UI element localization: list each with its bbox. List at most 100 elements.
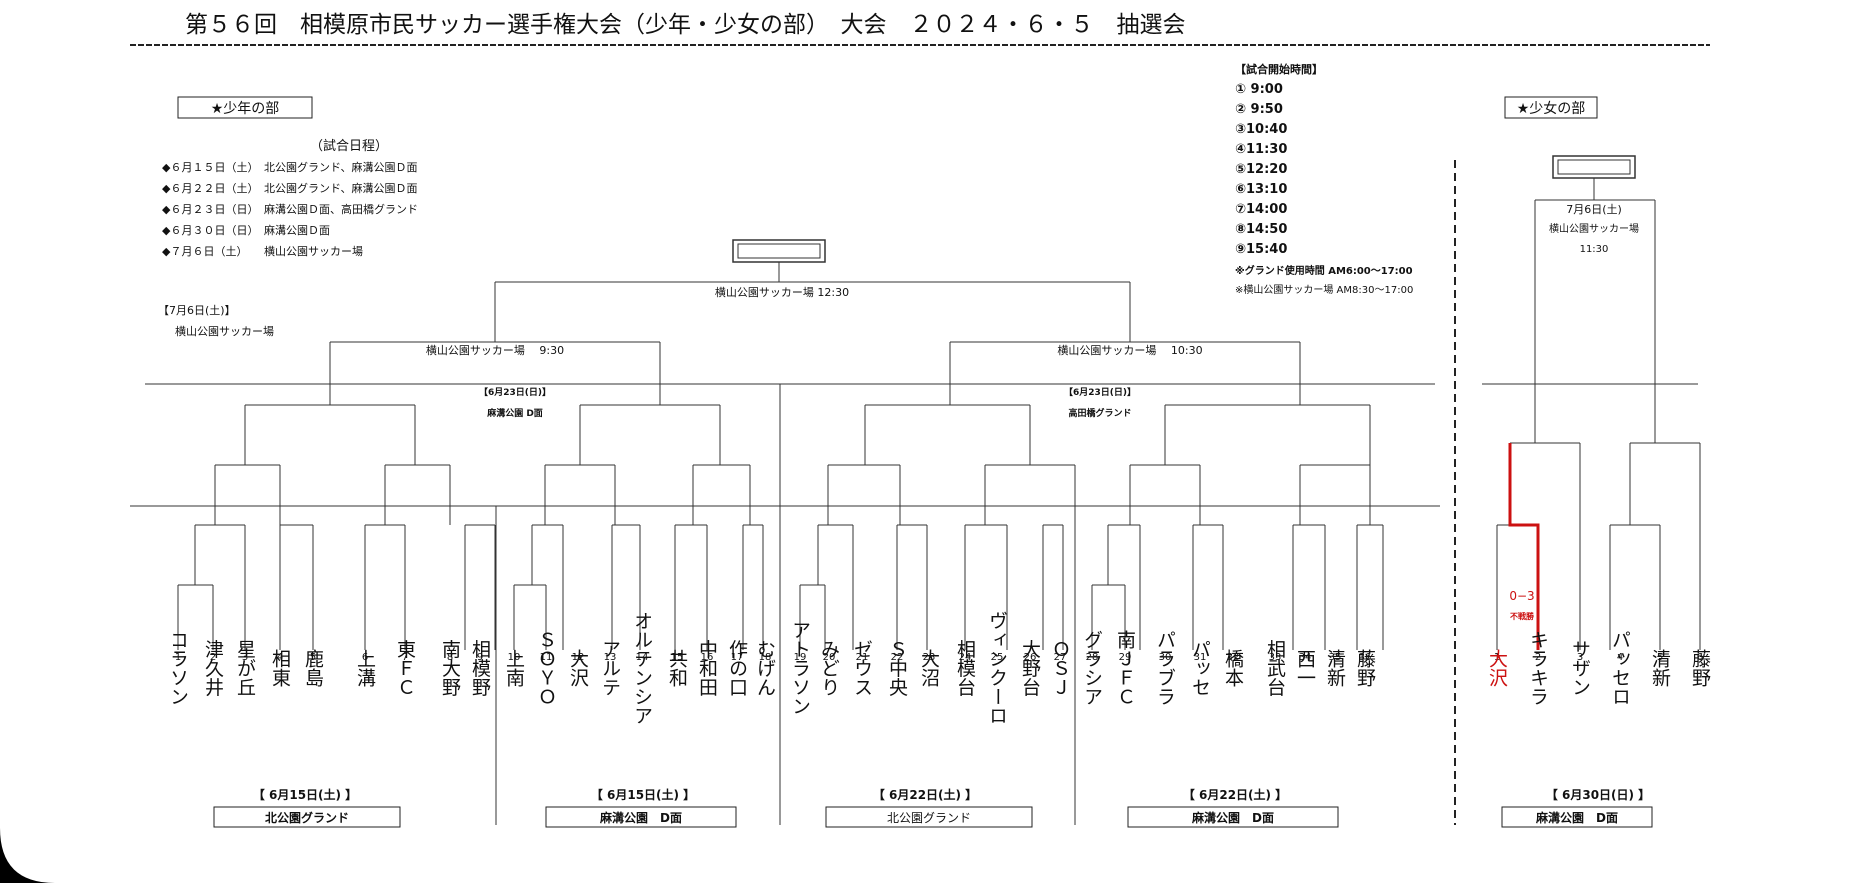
team-name: 星が丘 [234, 640, 256, 697]
team-number: 28 [1086, 652, 1099, 663]
start-time: ⑥13:10 [1235, 182, 1287, 197]
team-number: 29 [1119, 652, 1132, 663]
start-time: ③10:40 [1235, 122, 1287, 137]
girls-match-info: 7月6日(土) 横山公園サッカー場 11:30 0−3 不戦勝 [1509, 203, 1639, 621]
girls-final-venue: 横山公園サッカー場 [1549, 222, 1639, 235]
start-time: ⑧14:50 [1235, 222, 1287, 237]
girls-bracket [1482, 155, 1701, 650]
group-venue-box [1127, 806, 1339, 828]
group-date: 【 6月22日(土) 】 [1183, 787, 1287, 802]
team-number: 4 [1617, 652, 1623, 663]
team-number: 20 [823, 652, 836, 663]
team-number: 11 [540, 652, 553, 663]
group-venue: 麻溝公園 D面 [599, 810, 682, 825]
team-name: 東ＦＣ [394, 639, 416, 696]
team-name: 作の口 [726, 639, 748, 696]
boys-team-numbers: 1 2 3 4 5 6 7 8 9 10 11 12 13 14 15 16 1… [175, 652, 1372, 663]
ground-hours-note: ※グランド使用時間 AM6:00～17:00 [1235, 264, 1413, 277]
team-number: 17 [731, 652, 744, 663]
team-name: 上南 [503, 649, 525, 687]
team-number: 7 [402, 652, 408, 663]
start-time: ⑨15:40 [1235, 242, 1287, 257]
team-number: 2 [210, 652, 216, 663]
girls-team-numbers: 1 2 3 4 5 6 [1494, 652, 1703, 663]
team-number: 4 [277, 652, 283, 663]
team-name: キラキラ [1527, 630, 1549, 706]
semi-left-label: 横山公園サッカー場 9:30 [426, 343, 564, 357]
team-name: 藤野 [1354, 649, 1376, 687]
team-name: 相武台 [1264, 639, 1286, 696]
team-name: 大沢 [567, 649, 589, 687]
team-number: 5 [310, 652, 316, 663]
team-name: 南大野 [439, 639, 461, 696]
team-name: 相東 [269, 649, 291, 687]
team-number: 8 [447, 652, 453, 663]
start-times-heading: 【試合開始時間】 [1235, 62, 1323, 76]
schedule-heading: （試合日程） [310, 138, 388, 154]
team-number: 5 [1657, 652, 1663, 663]
qf-left-venue: 麻溝公園 D面 [486, 407, 543, 419]
score: 0−3 [1509, 589, 1534, 603]
team-number: 27 [1054, 652, 1067, 663]
team-number: 25 [991, 652, 1004, 663]
team-number: 22 [891, 652, 904, 663]
team-number: 26 [1024, 652, 1037, 663]
qf-right-date: 【6月23日(日)】 [1064, 387, 1136, 398]
winner-path [1508, 443, 1540, 650]
team-name: パラブラ [1154, 630, 1176, 706]
team-name: 相模野 [469, 639, 491, 696]
group-date: 【 6月15日(土) 】 [591, 787, 695, 802]
team-name: ＳＯＹＯ [535, 630, 557, 706]
team-name: コラソン [167, 630, 189, 706]
schedule-item: ◆６月３０日（日） 麻溝公園Ｄ面 [162, 223, 330, 237]
final-venue-note: 横山公園サッカー場 [175, 324, 274, 338]
team-name: オルテンシア [631, 611, 653, 725]
team-number: 33 [1269, 652, 1282, 663]
team-number: 13 [604, 652, 617, 663]
team-name: ヴィンクーロ [986, 611, 1008, 725]
final-date-note: 【7月6日(土)】 [158, 304, 236, 317]
team-name-winner: 大沢 [1486, 649, 1508, 687]
team-name: 共和 [666, 649, 688, 687]
group-venue-box [545, 806, 737, 828]
group-date: 【 6月30日(日) 】 [1546, 787, 1650, 802]
team-name: みどり [818, 640, 840, 697]
team-name: 大沼 [918, 649, 940, 687]
girls-final-time: 11:30 [1580, 244, 1609, 255]
team-name: 鹿島 [302, 649, 324, 688]
team-number: 6 [362, 652, 368, 663]
group-venue-box [1501, 806, 1653, 828]
team-number: 32 [1227, 652, 1240, 663]
team-name: パッセ [1189, 640, 1211, 697]
start-time: ⑦14:00 [1235, 202, 1287, 217]
final-label: 横山公園サッカー場 12:30 [715, 285, 849, 299]
start-times: 【試合開始時間】 ① 9:00 ② 9:50 ③10:40 ④11:30 ⑤12… [1235, 62, 1413, 296]
team-number: 36 [1359, 652, 1372, 663]
start-time: ⑤12:20 [1235, 162, 1287, 177]
team-name: 橋本 [1222, 649, 1244, 687]
team-number: 35 [1329, 652, 1342, 663]
team-name: 清新 [1649, 649, 1671, 687]
team-number: 12 [572, 652, 585, 663]
team-name: ゼウス [851, 639, 873, 696]
girls-team-names: 大沢 キラキラ サザン パッセロ 清新 藤野 [1486, 630, 1711, 706]
team-name: 中和田 [696, 639, 718, 696]
team-number: 24 [959, 652, 972, 663]
score-note: 不戦勝 [1510, 611, 1535, 621]
team-number: 15 [671, 652, 684, 663]
girls-final-date: 7月6日(土) [1566, 203, 1622, 216]
team-name: 大野台 [1019, 639, 1041, 696]
team-number: 14 [636, 652, 649, 663]
team-name: パッセロ [1609, 630, 1631, 706]
team-name: Ｓ中央 [886, 640, 908, 697]
schedule-item: ◆７月６日（土） 横山公園サッカー場 [162, 244, 363, 258]
group-venue: 北公園グランド [265, 810, 349, 825]
boys-heading: ★少年の部 [211, 101, 280, 117]
team-number: 1 [175, 652, 181, 663]
team-number: 34 [1299, 652, 1312, 663]
team-name: むげん [754, 640, 776, 697]
team-name: 清新 [1324, 649, 1346, 687]
schedule-list: ◆６月１５日（土） 北公園グランド、麻溝公園Ｄ面 ◆６月２２日（土） 北公園グラ… [162, 160, 418, 258]
